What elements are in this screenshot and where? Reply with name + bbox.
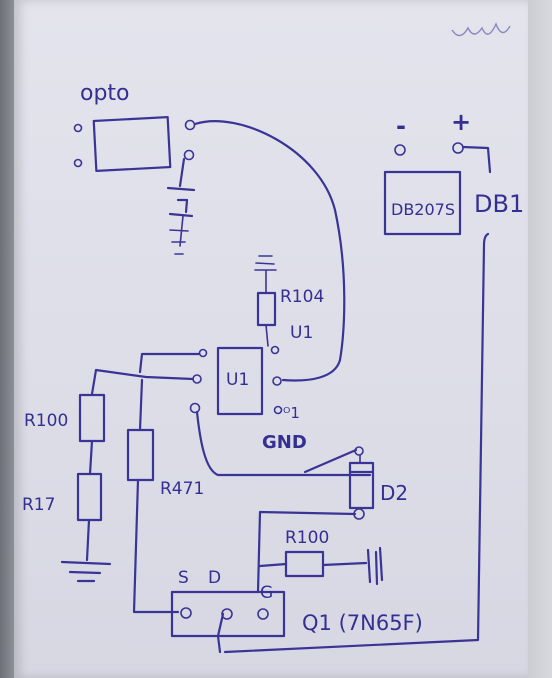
wire-u1-pin1 (138, 352, 201, 374)
db207s-box (383, 170, 462, 236)
wire-r471-to-q1-s (132, 478, 180, 614)
ground-symbol-r104 (254, 255, 277, 271)
opto-battery (166, 157, 196, 218)
q1-g-label: G (260, 583, 273, 603)
db1-label: DB1 (474, 190, 524, 218)
u1-pin-4 (270, 345, 280, 355)
r100-left-resistor (78, 393, 106, 443)
wire-r17-ground (85, 518, 91, 562)
wire-to-r471 (138, 378, 144, 432)
q1-label: Q1 (7N65F) (302, 611, 423, 635)
wire-db-plus (461, 145, 492, 174)
r471-resistor (126, 428, 155, 482)
wire-r100-mid-left (258, 562, 288, 568)
q1-pin-g (257, 608, 269, 620)
u1-chip-label: U1 (226, 370, 249, 390)
r104-label: R104 (280, 287, 324, 307)
wire-q1-d-loop (216, 612, 225, 654)
r471-label: R471 (160, 479, 204, 499)
q1-pin-s (180, 607, 192, 619)
opto-pin-2 (73, 158, 83, 168)
opto-pin-4 (183, 149, 195, 161)
u1-pin-3 (189, 402, 201, 414)
r100-mid-label: R100 (285, 528, 329, 548)
q1-s-label: S (178, 568, 189, 588)
wire-d2-top (303, 448, 358, 474)
wire-u1-pin3-d2 (195, 410, 372, 477)
opto-box (92, 115, 172, 173)
wire-u1-pin2 (90, 368, 195, 396)
pin-number-label: ᴼ1 (283, 404, 300, 422)
d2-top-pin (354, 446, 364, 456)
d2-label: D2 (380, 481, 408, 505)
r100-left-label: R100 (24, 411, 68, 431)
q1-body (170, 590, 286, 638)
q1-d-label: D (208, 568, 221, 588)
capacitor-symbol (366, 546, 384, 586)
r104-resistor (256, 291, 277, 327)
background-right-edge (524, 0, 552, 678)
wire-right-vertical (223, 232, 490, 654)
opto-pin-1 (73, 123, 83, 133)
ground-symbol-opto (169, 215, 189, 255)
opto-label: opto (80, 81, 130, 106)
db-minus-pin (394, 144, 406, 156)
db-plus-pin (452, 142, 464, 154)
u1-pin-2 (192, 374, 202, 384)
u1-pin-1 (198, 348, 208, 358)
pencil-scribble (451, 22, 511, 37)
u1-pin-6 (273, 405, 283, 415)
wire-r104-down (265, 324, 269, 347)
r17-label: R17 (22, 495, 55, 515)
wire-d2-to-q1 (256, 510, 357, 594)
u1-chip (216, 346, 264, 416)
wire-r100-r17 (88, 439, 94, 476)
gnd-label: GND (262, 432, 307, 453)
db-plus-label: + (451, 108, 471, 136)
ground-symbol-r17 (60, 560, 112, 583)
u1-pin-5 (272, 376, 282, 386)
db207s-label: DB207S (391, 200, 455, 219)
u1-ref-label: U1 (290, 323, 313, 343)
wire-opto-to-u1 (193, 120, 346, 382)
r100-mid-resistor (284, 550, 325, 578)
wire-r100-mid-right (321, 561, 368, 567)
db-minus-label: - (396, 112, 406, 140)
opto-pin-3 (184, 119, 196, 131)
r17-resistor (76, 472, 103, 522)
d2-diode (348, 461, 375, 510)
